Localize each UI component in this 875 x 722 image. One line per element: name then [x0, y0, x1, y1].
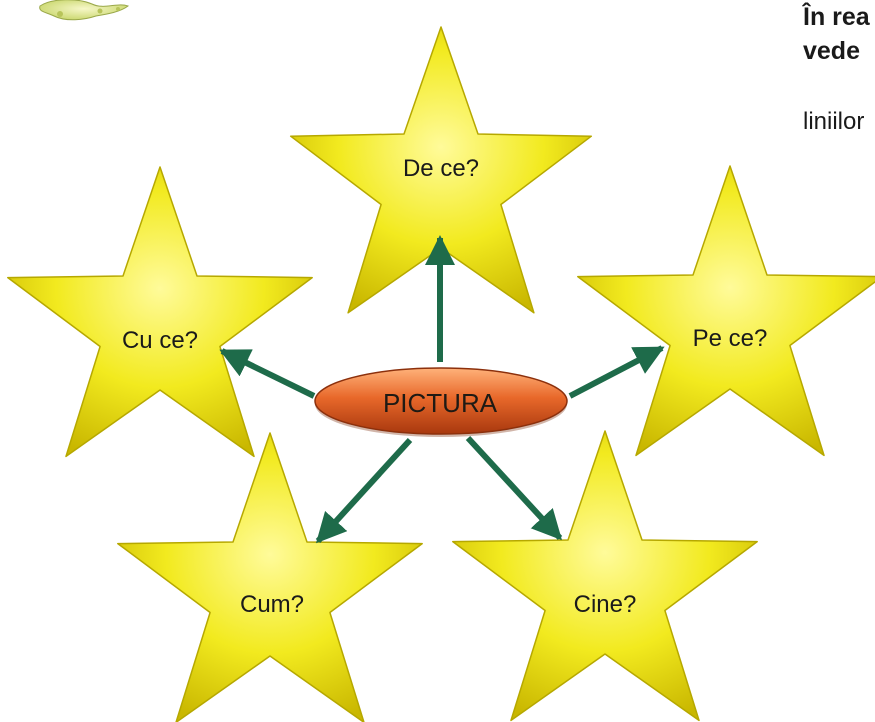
side-heading-line-2: vede	[803, 34, 860, 68]
star-label: Pe ce?	[693, 325, 768, 352]
star-label: De ce?	[403, 155, 479, 182]
star-label: Cine?	[574, 591, 637, 618]
star-pe-ce: Pe ce?	[578, 166, 875, 455]
center-node: PICTURA	[315, 368, 567, 437]
arrow-to-cine	[468, 438, 560, 538]
side-heading-line-1: În rea	[803, 0, 870, 34]
star-shape	[578, 166, 875, 455]
star-cu-ce: Cu ce?	[8, 167, 312, 456]
arrow-to-cu-ce	[222, 351, 314, 396]
star-label: Cu ce?	[122, 327, 198, 354]
paint-splash-icon	[40, 0, 128, 20]
arrow-to-cum	[318, 440, 410, 541]
center-label: PICTURA	[383, 388, 498, 418]
star-label: Cum?	[240, 591, 304, 618]
side-note-text: liniilor	[803, 108, 864, 136]
star-shape	[8, 167, 312, 456]
arrow-to-pe-ce	[570, 348, 662, 396]
